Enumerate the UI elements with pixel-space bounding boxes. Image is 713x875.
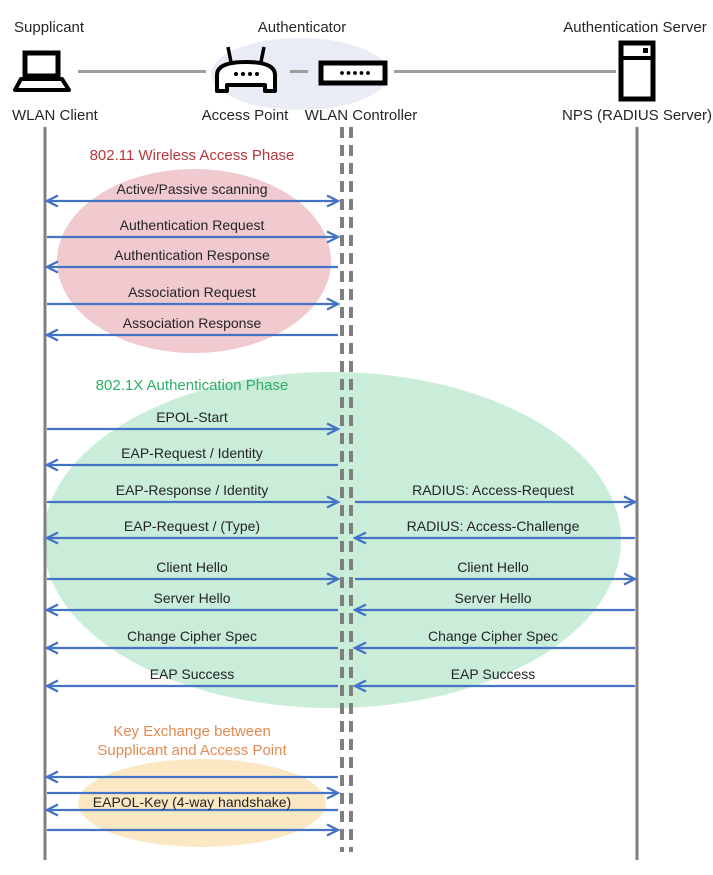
wlan-controller-icon	[318, 60, 388, 86]
message-arrow	[355, 572, 638, 586]
message-label: RADIUS: Access-Request	[412, 482, 574, 498]
message-arrow	[47, 823, 341, 837]
arrowhead-right-icon	[326, 422, 341, 436]
arrowhead-left-icon	[44, 679, 59, 693]
arrowhead-left-icon	[352, 679, 367, 693]
message-arrow	[47, 572, 341, 586]
phase-title-line: Supplicant and Access Point	[97, 742, 287, 759]
arrowhead-left-icon	[44, 603, 59, 617]
arrowhead-right-icon	[623, 572, 638, 586]
message-label: EAP-Request / Identity	[121, 445, 263, 461]
message-label: Authentication Response	[114, 247, 270, 263]
message-arrow	[44, 531, 338, 545]
phase-title-802-1x-authentication-phase: 802.1X Authentication Phase	[42, 376, 342, 395]
message-label: EAP-Request / (Type)	[123, 518, 261, 534]
message-label: EAPOL-Key (4-way handshake)	[92, 794, 292, 810]
arrowhead-right-icon	[326, 194, 341, 208]
message-arrow	[47, 297, 341, 311]
message-arrow	[47, 230, 341, 244]
access-point-label: Access Point	[201, 107, 289, 124]
arrowhead-left-icon	[44, 770, 59, 784]
message-label: Change Cipher Spec	[428, 628, 558, 644]
message-label: Association Request	[128, 284, 256, 300]
phase-title-802-11-wireless-access-phase: 802.11 Wireless Access Phase	[42, 146, 342, 165]
message-label: Client Hello	[156, 559, 228, 575]
arrowhead-right-icon	[326, 297, 341, 311]
phase-ellipse-802-11-wireless-access-phase	[57, 169, 331, 353]
message-label: Authentication Request	[119, 217, 265, 233]
laptop-icon	[13, 50, 71, 92]
message-arrow	[352, 531, 635, 545]
message-label: Server Hello	[454, 590, 532, 606]
message-arrow	[352, 603, 635, 617]
message-label: EAP Success	[149, 666, 235, 682]
message-label: Association Response	[122, 315, 262, 331]
access-point-icon	[215, 46, 277, 93]
arrowhead-right-icon	[326, 786, 341, 800]
message-label: EPOL-Start	[156, 409, 228, 425]
phase-ellipse-key-exchange-phase	[78, 759, 326, 847]
phase-title-line: 802.1X Authentication Phase	[95, 377, 289, 394]
auth-server-role-label: Authentication Server	[563, 19, 707, 36]
arrowhead-right-icon	[623, 495, 638, 509]
arrowhead-left-icon	[352, 531, 367, 545]
phase-ellipse-802-1x-authentication-phase	[43, 372, 621, 708]
message-label: RADIUS: Access-Challenge	[406, 518, 580, 534]
phase-title-line: 802.11 Wireless Access Phase	[89, 147, 295, 164]
arrowhead-left-icon	[44, 641, 59, 655]
arrowhead-right-icon	[326, 823, 341, 837]
arrowhead-left-icon	[44, 531, 59, 545]
message-arrow	[44, 641, 338, 655]
message-arrow	[44, 770, 338, 784]
arrowhead-left-icon	[44, 260, 59, 274]
message-arrow	[44, 328, 338, 342]
message-arrow	[44, 194, 341, 208]
message-arrow	[44, 260, 338, 274]
arrowhead-left-icon	[44, 458, 59, 472]
message-arrow	[47, 495, 341, 509]
message-arrow	[44, 679, 338, 693]
arrowhead-left-icon	[352, 603, 367, 617]
message-arrow	[47, 786, 341, 800]
message-arrow	[44, 603, 338, 617]
wlan-controller-label: WLAN Controller	[304, 107, 418, 124]
message-arrow	[352, 679, 635, 693]
arrowhead-right-icon	[326, 572, 341, 586]
message-label: EAP Success	[450, 666, 536, 682]
message-arrow	[47, 422, 341, 436]
message-label: Change Cipher Spec	[127, 628, 257, 644]
nps-radius-server-label: NPS (RADIUS Server)	[561, 107, 713, 124]
message-label: Active/Passive scanning	[116, 181, 268, 197]
arrowhead-left-icon	[44, 803, 59, 817]
authenticator-role-label: Authenticator	[257, 19, 347, 36]
message-label: EAP-Response / Identity	[115, 482, 269, 498]
phase-title-line: Key Exchange between	[113, 723, 271, 740]
message-arrow	[44, 803, 338, 817]
arrowhead-left-icon	[44, 328, 59, 342]
authenticator-group-ellipse	[211, 38, 389, 110]
message-label: Client Hello	[457, 559, 529, 575]
message-arrow	[355, 495, 638, 509]
arrowhead-left-icon	[352, 641, 367, 655]
message-arrow	[44, 458, 338, 472]
arrowhead-right-icon	[326, 495, 341, 509]
supplicant-role-label: Supplicant	[14, 19, 85, 36]
message-label: Server Hello	[153, 590, 231, 606]
arrowhead-left-icon	[44, 194, 59, 208]
arrowhead-right-icon	[326, 230, 341, 244]
wlan-client-label: WLAN Client	[12, 107, 98, 124]
server-icon	[618, 40, 656, 102]
message-arrow	[352, 641, 635, 655]
